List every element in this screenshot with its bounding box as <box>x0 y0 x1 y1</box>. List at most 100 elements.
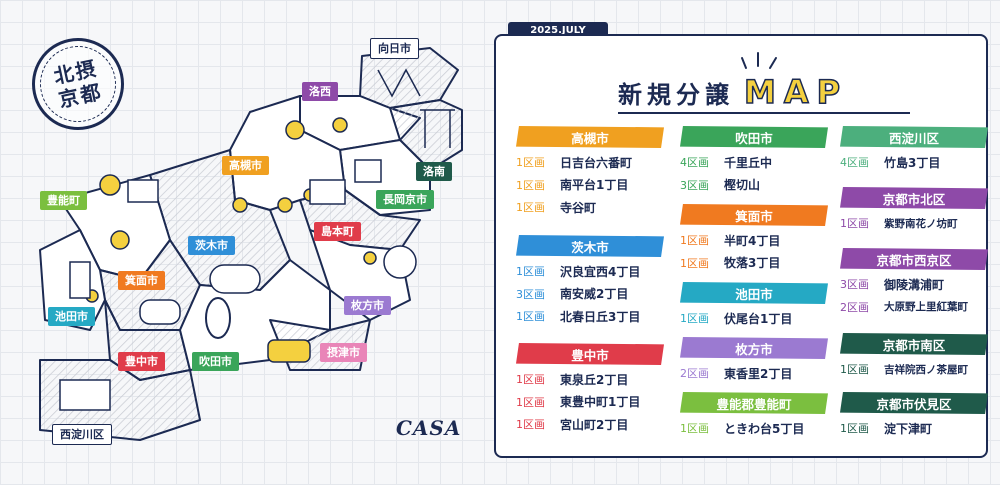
map-label-settsu[interactable]: 摂津市 <box>320 343 367 362</box>
lot-place: 紫野南花ノ坊町 <box>884 217 958 230</box>
title-jp: 新規分譲 <box>618 80 734 109</box>
map-label-suita[interactable]: 吹田市 <box>192 352 239 371</box>
lot-count: 1区画 <box>516 418 545 432</box>
lot-place: 南平台1丁目 <box>560 178 629 193</box>
list-item[interactable]: 1区画東泉丘2丁目 <box>516 368 664 391</box>
lot-count: 1区画 <box>680 312 709 326</box>
lot-place: 東香里2丁目 <box>724 366 793 381</box>
lot-place: ときわ台5丁目 <box>724 421 805 436</box>
lot-count: 1区画 <box>516 395 545 409</box>
map-label-mukou[interactable]: 向日市 <box>370 38 419 59</box>
lot-place: 大原野上里紅葉町 <box>884 301 968 314</box>
list-item[interactable]: 3区画 御陵溝浦町 <box>840 273 988 296</box>
area-header: 京都市伏見区 <box>840 392 988 414</box>
map-label-minoh[interactable]: 箕面市 <box>118 271 165 290</box>
list-item[interactable]: 1区画南平台1丁目 <box>516 174 664 197</box>
lot-count: 1区画 <box>680 422 709 436</box>
list-item[interactable]: 2区画 大原野上里紅葉町 <box>840 296 988 319</box>
list-item[interactable]: 3区画南安威2丁目 <box>516 283 664 306</box>
lot-count: 3区画 <box>840 278 869 292</box>
lot-place: 樫切山 <box>724 178 761 193</box>
lot-count: 1区画 <box>516 310 545 324</box>
map-label-toyonaka[interactable]: 豊中市 <box>118 352 165 371</box>
area-takatsuki[interactable]: 高槻市 1区画日吉台六番町 1区画南平台1丁目 1区画寺谷町 <box>516 126 664 219</box>
lot-place: 北春日丘3丁目 <box>560 309 641 324</box>
lot-count: 1区画 <box>840 363 869 377</box>
lot-place: 東泉丘2丁目 <box>560 372 629 387</box>
casa-logo: CASA <box>396 416 462 440</box>
area-kyoto-fushimi[interactable]: 京都市伏見区 1区画淀下津町 <box>840 392 988 440</box>
map-label-ibaraki[interactable]: 茨木市 <box>188 236 235 255</box>
lot-place: 半町4丁目 <box>724 233 781 248</box>
lot-count: 3区画 <box>680 178 709 192</box>
area-ibaraki[interactable]: 茨木市 1区画沢良宜西4丁目 3区画南安威2丁目 1区画北春日丘3丁目 <box>516 235 664 328</box>
map-label-rakunan[interactable]: 洛南 <box>416 162 452 181</box>
area-header: 京都市北区 <box>840 187 988 209</box>
lot-count: 2区画 <box>680 367 709 381</box>
list-item[interactable]: 1区画 東豊中町1丁目 <box>516 391 664 414</box>
map-label-takatsuki[interactable]: 高槻市 <box>222 156 269 175</box>
list-item[interactable]: 1区画淀下津町 <box>840 417 988 440</box>
lot-count: 1区画 <box>840 217 869 231</box>
map-label-nagaokakyo[interactable]: 長岡京市 <box>376 190 434 209</box>
area-toyono[interactable]: 豊能郡豊能町 1区画 ときわ台5丁目 <box>680 392 828 440</box>
map-label-hirakata[interactable]: 枚方市 <box>344 296 391 315</box>
area-header: 豊中市 <box>516 343 664 365</box>
lot-place: 寺谷町 <box>560 200 597 215</box>
map-label-ikeda[interactable]: 池田市 <box>48 307 95 326</box>
lot-count: 1区画 <box>680 234 709 248</box>
list-item[interactable]: 1区画 紫野南花ノ坊町 <box>840 212 988 235</box>
list-item[interactable]: 1区画 宮山町2丁目 <box>516 413 664 436</box>
area-suita[interactable]: 吹田市 4区画千里丘中 3区画 樫切山 <box>680 126 828 196</box>
stamp-line-1: 北摂 <box>51 55 100 89</box>
area-header: 高槻市 <box>516 126 664 148</box>
list-item[interactable]: 4区画 竹島3丁目 <box>840 151 988 174</box>
list-item[interactable]: 1区画伏尾台1丁目 <box>680 307 828 330</box>
list-item[interactable]: 4区画千里丘中 <box>680 151 828 174</box>
list-item[interactable]: 1区画日吉台六番町 <box>516 151 664 174</box>
area-toyonaka[interactable]: 豊中市 1区画東泉丘2丁目 1区画東豊中町1丁目 1区画宮山町2丁目 <box>516 343 664 436</box>
map-label-nishiyodogawa[interactable]: 西淀川区 <box>52 424 112 445</box>
list-item[interactable]: 2区画 東香里2丁目 <box>680 362 828 385</box>
list-item[interactable]: 1区画 ときわ台5丁目 <box>680 417 828 440</box>
lot-place: 牧落3丁目 <box>724 256 781 271</box>
area-kyoto-minami[interactable]: 京都市南区 1区画吉祥院西ノ茶屋町 <box>840 333 988 381</box>
lot-count: 4区画 <box>840 156 869 170</box>
list-item[interactable]: 1区画 牧落3丁目 <box>680 252 828 275</box>
lot-place: 竹島3丁目 <box>884 155 941 170</box>
area-header: 池田市 <box>680 282 828 304</box>
lot-count: 1区画 <box>516 156 545 170</box>
area-header: 京都市西京区 <box>840 248 988 270</box>
lot-count: 4区画 <box>680 156 709 170</box>
area-kyoto-nishikyo[interactable]: 京都市西京区 3区画 御陵溝浦町 2区画 大原野上里紅葉町 <box>840 248 988 318</box>
list-item[interactable]: 1区画沢良宜西4丁目 <box>516 260 664 283</box>
stamp-line-2: 京都 <box>56 79 105 113</box>
map-label-toyono[interactable]: 豊能町 <box>40 191 87 210</box>
list-item[interactable]: 3区画 樫切山 <box>680 174 828 197</box>
lot-count: 1区画 <box>680 256 709 270</box>
lot-count: 1区画 <box>840 422 869 436</box>
list-item[interactable]: 1区画吉祥院西ノ茶屋町 <box>840 358 988 381</box>
map-label-shimamoto[interactable]: 島本町 <box>314 222 361 241</box>
area-ikeda[interactable]: 池田市 1区画伏尾台1丁目 <box>680 282 828 330</box>
area-hirakata[interactable]: 枚方市 2区画東香里2丁目 <box>680 337 828 385</box>
lot-place: 東豊中町1丁目 <box>560 395 641 410</box>
area-kyoto-kita[interactable]: 京都市北区 1区画 紫野南花ノ坊町 <box>840 187 988 235</box>
lot-count: 1区画 <box>516 265 545 279</box>
list-item[interactable]: 1区画 北春日丘3丁目 <box>516 305 664 328</box>
area-map: 北摂 京都 向日市 洛西 高槻市 洛南 長岡京市 豊能町 茨木市 島本町 箕面市… <box>0 0 500 481</box>
lot-place: 宮山町2丁目 <box>560 417 629 432</box>
lot-place: 御陵溝浦町 <box>884 277 945 292</box>
area-header: 吹田市 <box>680 126 828 148</box>
area-header: 西淀川区 <box>840 126 988 148</box>
title-underline <box>618 112 910 114</box>
area-minoh[interactable]: 箕面市 1区画半町4丁目 1区画牧落3丁目 <box>680 204 828 274</box>
map-label-rakusai[interactable]: 洛西 <box>302 82 338 101</box>
page-title: 新規分譲 MAP <box>618 70 848 114</box>
list-item[interactable]: 1区画 半町4丁目 <box>680 229 828 252</box>
lot-count: 1区画 <box>516 201 545 215</box>
area-header: 豊能郡豊能町 <box>680 392 828 414</box>
lot-count: 2区画 <box>840 300 869 314</box>
area-nishiyodogawa[interactable]: 西淀川区 4区画 竹島3丁目 <box>840 126 988 174</box>
list-item[interactable]: 1区画 寺谷町 <box>516 196 664 219</box>
